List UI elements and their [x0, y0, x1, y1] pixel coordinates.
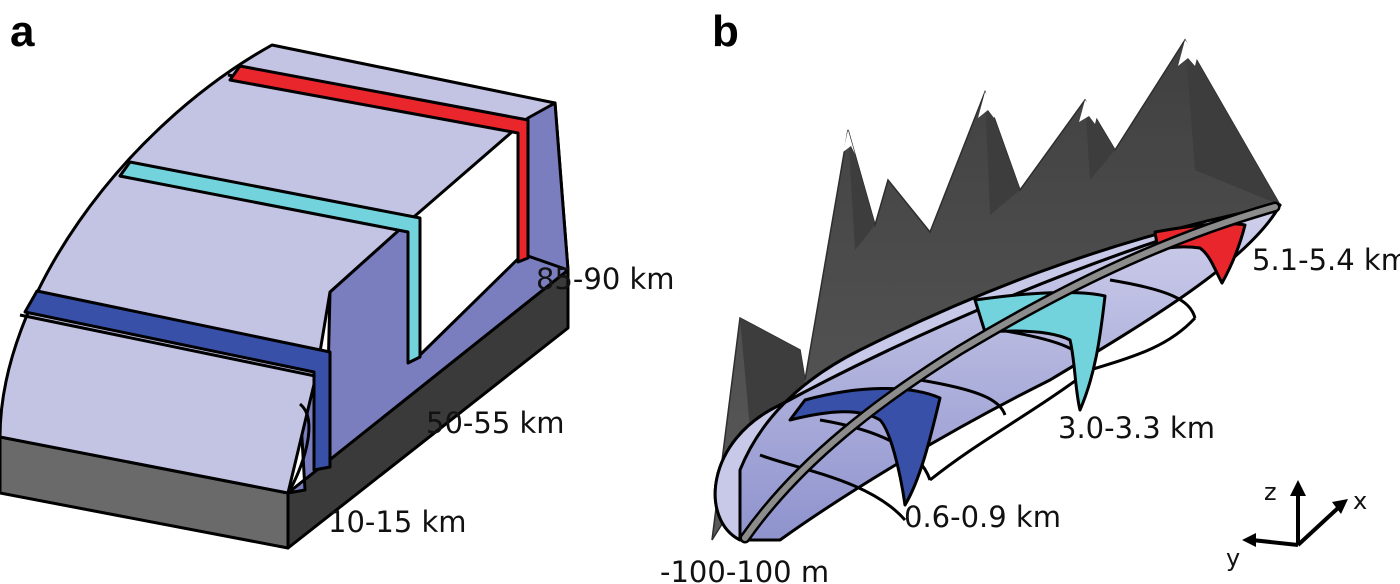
axis-y-label: y	[1226, 544, 1240, 572]
panel-a-letter: a	[10, 7, 35, 56]
label-85-90-km: 85-90 km	[536, 262, 675, 296]
axes-triad	[1242, 480, 1348, 547]
label-3.0-3.3-km: 3.0-3.3 km	[1058, 411, 1215, 445]
label-5.1-5.4-km: 5.1-5.4 km	[1252, 243, 1400, 277]
label-minus100-100-m: -100-100 m	[660, 555, 829, 584]
axis-x-label: x	[1353, 487, 1367, 515]
label-50-55-km: 50-55 km	[426, 406, 565, 440]
axis-z-label: z	[1264, 478, 1277, 506]
label-10-15-km: 10-15 km	[328, 505, 467, 539]
label-0.6-0.9-km: 0.6-0.9 km	[904, 500, 1061, 534]
panel-b: b	[660, 7, 1400, 584]
panel-b-letter: b	[712, 7, 739, 56]
panel-a: a	[0, 7, 675, 548]
